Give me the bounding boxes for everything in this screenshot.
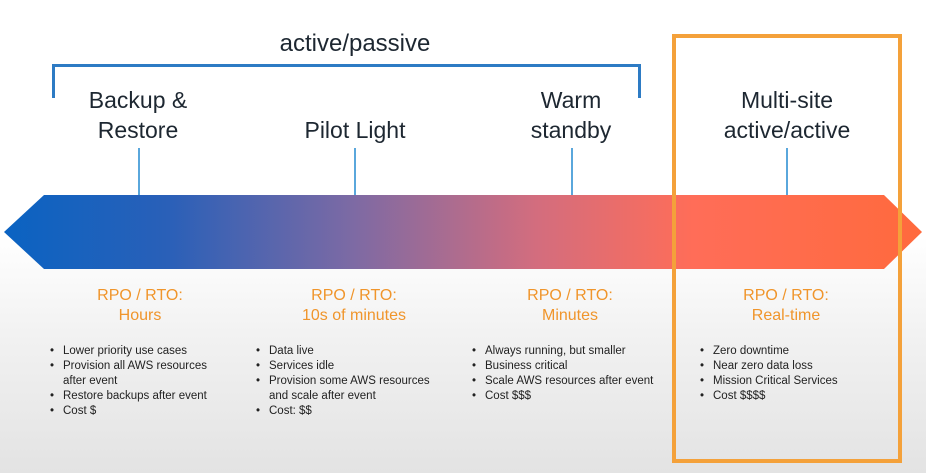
connector-warm-standby: [571, 148, 573, 198]
bullet-item: Always running, but smaller: [472, 344, 653, 359]
bullet-item: Provision some AWS resources: [256, 374, 430, 389]
bullet-item: Business critical: [472, 359, 653, 374]
bullet-item-continuation: after event: [63, 375, 118, 387]
strategy-title-multi-site: Multi-site active/active: [677, 85, 897, 145]
bracket-left-end: [52, 64, 55, 98]
bullet-item: Cost $: [50, 404, 207, 419]
strategy-title-line1: Multi-site: [740, 87, 833, 113]
bullet-item: Scale AWS resources after event: [472, 374, 653, 389]
bullet-item-continuation: and scale after event: [269, 390, 376, 402]
rpo-label: RPO / RTO:: [743, 287, 829, 304]
bullet-item: Provision all AWS resources: [50, 359, 207, 374]
strategy-title-line1: Backup &: [88, 87, 188, 113]
rpo-value: Real-time: [751, 307, 821, 324]
strategy-title-line2: standby: [530, 117, 612, 143]
rpo-block-backup-restore: RPO / RTO: Hours: [40, 286, 240, 326]
rpo-value: Hours: [118, 307, 162, 324]
bullet-item: Mission Critical Services: [700, 374, 838, 389]
connector-pilot-light: [354, 148, 356, 198]
strategy-title-line2: Restore: [97, 117, 179, 143]
strategy-title-warm-standby: Warm standby: [461, 85, 681, 145]
bullet-list-warm-standby: Always running, but smaller Business cri…: [472, 344, 653, 404]
strategy-title-pilot-light: Pilot Light: [245, 115, 465, 145]
strategy-title-line1: Warm: [540, 87, 602, 113]
bullet-list-backup-restore: Lower priority use cases Provision all A…: [50, 344, 207, 419]
strategy-title-backup-restore: Backup & Restore: [28, 85, 248, 145]
connector-backup-restore: [138, 148, 140, 198]
bracket-line: [52, 64, 641, 67]
rpo-block-warm-standby: RPO / RTO: Minutes: [470, 286, 670, 326]
rpo-value: Minutes: [541, 307, 599, 324]
connector-multi-site: [786, 148, 788, 198]
group-label-active-passive: active/passive: [279, 30, 431, 57]
bullet-item: Restore backups after event: [50, 389, 207, 404]
bullet-list-pilot-light: Data live Services idle Provision some A…: [256, 344, 430, 419]
bullet-item: Cost $$$: [472, 389, 653, 404]
rpo-label: RPO / RTO:: [97, 287, 183, 304]
bullet-item: Zero downtime: [700, 344, 838, 359]
strategy-title-line2: active/active: [723, 117, 851, 143]
rpo-block-multi-site: RPO / RTO: Real-time: [686, 286, 886, 326]
bracket-right-end: [638, 64, 641, 98]
bullet-item: Cost: $$: [256, 404, 430, 419]
bullet-item: Data live: [256, 344, 430, 359]
rpo-value: 10s of minutes: [301, 307, 407, 324]
bullet-item: Lower priority use cases: [50, 344, 207, 359]
bullet-item: Near zero data loss: [700, 359, 838, 374]
rpo-label: RPO / RTO:: [527, 287, 613, 304]
highlight-box-multi-site: [672, 34, 902, 463]
bullet-item: Cost $$$$: [700, 389, 838, 404]
rpo-block-pilot-light: RPO / RTO: 10s of minutes: [254, 286, 454, 326]
strategy-title-line1: Pilot Light: [304, 117, 406, 143]
bullet-list-multi-site: Zero downtime Near zero data loss Missio…: [700, 344, 838, 404]
rpo-label: RPO / RTO:: [311, 287, 397, 304]
spectrum-arrow: [4, 195, 922, 269]
bullet-item: Services idle: [256, 359, 430, 374]
